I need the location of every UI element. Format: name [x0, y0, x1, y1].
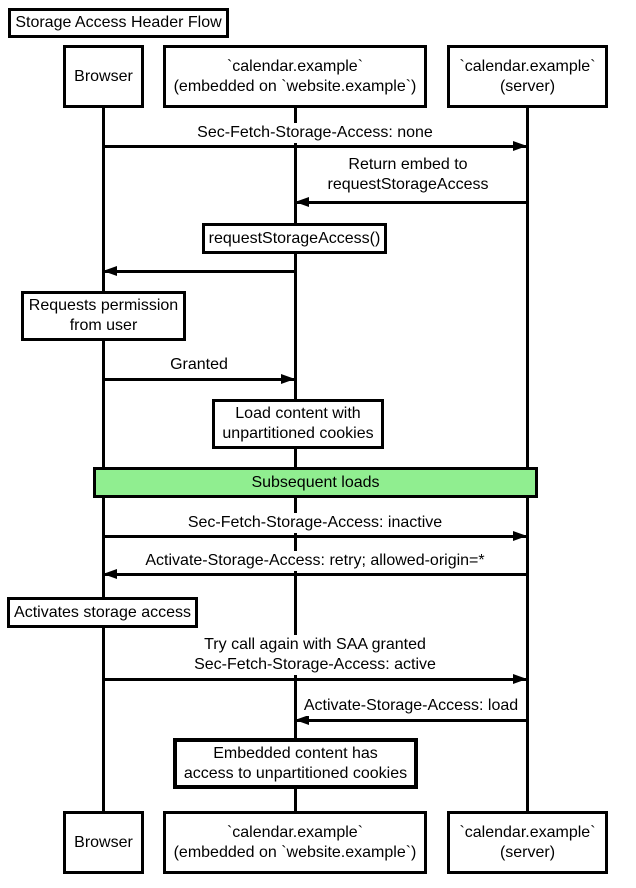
note-activates-storage: Activates storage access	[7, 597, 198, 628]
message-line-5	[104, 535, 527, 538]
message-line-6	[104, 573, 527, 576]
arrowhead-left-icon	[103, 266, 117, 276]
actor-box-server-top: `calendar.example` (server)	[447, 45, 608, 108]
message-label-6: Activate-Storage-Access: retry; allowed-…	[142, 551, 488, 571]
message-line-7	[104, 678, 527, 681]
message-line-2	[295, 201, 527, 204]
message-line-4	[104, 378, 295, 381]
message-line-3	[104, 270, 295, 273]
actor-label-browser: Browser	[74, 67, 133, 85]
message-label-2-line1: Return embed to	[348, 156, 468, 173]
subsequent-loads-band: Subsequent loads	[93, 467, 538, 498]
message-label-5: Sec-Fetch-Storage-Access: inactive	[184, 513, 446, 533]
actor-label-server-line1: `calendar.example`	[459, 57, 596, 75]
actor-label-server-line2: (server)	[499, 77, 556, 95]
message-label-7: Try call again with SAA granted Sec-Fetc…	[191, 635, 439, 675]
arrowhead-right-icon	[513, 141, 527, 151]
actor-label-server-line2: (server)	[499, 843, 556, 861]
note-embedded-content: Embedded content has access to unpartiti…	[173, 738, 418, 789]
arrowhead-left-icon	[295, 715, 309, 725]
band-label: Subsequent loads	[251, 473, 380, 491]
diagram-title-box: Storage Access Header Flow	[8, 8, 229, 38]
note-text: Activates storage access	[14, 603, 191, 621]
message-line-1	[104, 145, 527, 148]
note-load-content: Load content with unpartitioned cookies	[212, 399, 384, 449]
arrowhead-right-icon	[513, 531, 527, 541]
message-line-8	[295, 719, 527, 722]
actor-label-embedded-line1: `calendar.example`	[226, 57, 364, 75]
message-label-2: Return embed to requestStorageAccess	[324, 155, 492, 195]
lifeline-server	[526, 108, 529, 811]
note-text: from user	[69, 317, 138, 334]
message-label-4: Granted	[167, 355, 231, 375]
note-requests-permission: Requests permission from user	[21, 291, 186, 341]
message-label-7-line2: Sec-Fetch-Storage-Access: active	[194, 656, 436, 673]
message-label-7-line1: Try call again with SAA granted	[204, 636, 426, 653]
actor-label-embedded-line2: (embedded on `website.example`)	[173, 77, 417, 95]
note-text: access to unpartitioned cookies	[183, 764, 408, 782]
lifeline-embedded	[294, 108, 297, 811]
note-text: Load content with	[235, 405, 361, 422]
note-request-storage-access: requestStorageAccess()	[202, 223, 387, 254]
note-text: unpartitioned cookies	[222, 425, 374, 442]
actor-box-embedded-top: `calendar.example` (embedded on `website…	[163, 45, 427, 108]
actor-box-browser-bottom: Browser	[63, 811, 144, 874]
actor-label-browser: Browser	[74, 833, 133, 851]
actor-label-embedded-line1: `calendar.example`	[226, 823, 364, 841]
note-text: Requests permission	[28, 297, 179, 314]
actor-box-server-bottom: `calendar.example` (server)	[447, 811, 608, 874]
actor-box-browser-top: Browser	[63, 45, 144, 108]
diagram-title: Storage Access Header Flow	[15, 14, 222, 31]
message-label-8: Activate-Storage-Access: load	[300, 696, 522, 716]
message-label-2-line2: requestStorageAccess	[327, 176, 489, 193]
note-text: Embedded content has	[213, 744, 378, 762]
actor-box-embedded-bottom: `calendar.example` (embedded on `website…	[163, 811, 427, 874]
lifeline-browser	[102, 108, 105, 811]
arrowhead-left-icon	[295, 197, 309, 207]
message-label-1: Sec-Fetch-Storage-Access: none	[194, 123, 436, 143]
arrowhead-right-icon	[513, 674, 527, 684]
note-text: requestStorageAccess()	[208, 229, 381, 247]
actor-label-embedded-line2: (embedded on `website.example`)	[173, 843, 417, 861]
arrowhead-right-icon	[281, 374, 295, 384]
arrowhead-left-icon	[103, 569, 117, 579]
actor-label-server-line1: `calendar.example`	[459, 823, 596, 841]
